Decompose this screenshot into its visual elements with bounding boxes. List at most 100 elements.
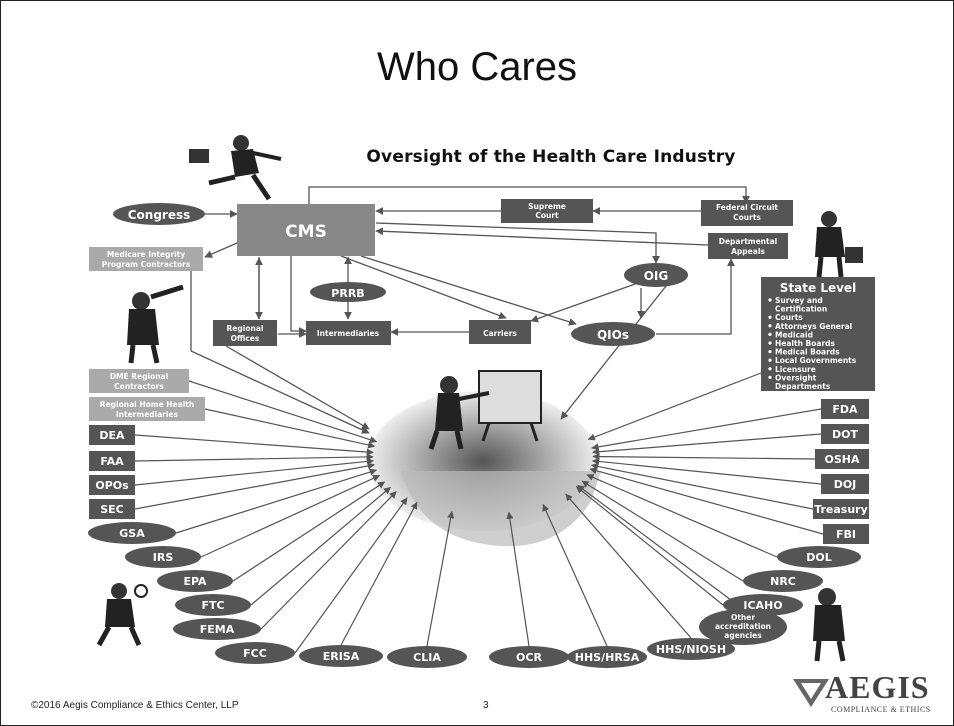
hhs-niosh-label: HHS/NIOSH — [656, 643, 726, 656]
arrow-dot — [592, 433, 822, 456]
node-opos: OPOs — [89, 475, 135, 495]
node-prrb: PRRB — [310, 282, 386, 302]
state-level-box: State Level Survey andCertificationCourt… — [761, 277, 875, 391]
arrow-fema — [260, 491, 397, 630]
connector-cms-carriers — [340, 255, 507, 320]
ftc-label: FTC — [201, 599, 224, 612]
figure-telescope-man — [127, 284, 184, 364]
node-clia: CLIA — [387, 646, 467, 668]
rhhi-line2: Intermediaries — [116, 410, 179, 419]
node-other-accreditation: Other accreditation agencies — [699, 609, 787, 645]
arrow-sec — [134, 462, 375, 510]
oversight-diagram: Congress CMS Supreme Court Federal Circu… — [88, 135, 875, 668]
state-level-title: State Level — [780, 281, 856, 295]
arrow-epa — [232, 481, 386, 582]
mipc-line1: Medicare Integrity — [107, 250, 185, 259]
figure-runner — [189, 135, 282, 201]
fema-label: FEMA — [200, 623, 235, 636]
arrow-other-accreditation — [577, 484, 744, 610]
arrow-nrc — [581, 480, 744, 582]
slide-title: Who Cares — [376, 45, 578, 89]
dea-label: DEA — [99, 429, 125, 442]
fbi-label: FBI — [836, 528, 856, 541]
arrow-clia — [426, 510, 455, 647]
node-osha: OSHA — [815, 449, 869, 469]
figure-magnifier-man — [96, 583, 148, 647]
fda-label: FDA — [832, 403, 858, 416]
node-carriers: Carriers — [469, 320, 531, 344]
node-fda: FDA — [821, 399, 869, 419]
state-level-item: Medicaid — [775, 330, 813, 339]
arrow-gsa — [175, 468, 377, 534]
arrow-state-level — [587, 372, 762, 441]
fed-line1: Federal Circuit — [716, 203, 778, 212]
state-item-bullet-icon — [768, 315, 772, 319]
node-hhs-hrsa: HHS/HRSA — [567, 646, 647, 668]
other-acc-line1: Other — [731, 613, 755, 622]
oig-label: OIG — [644, 269, 669, 283]
doj-label: DOJ — [834, 478, 857, 491]
arrow-fcc — [294, 497, 408, 654]
supreme-line1: Supreme — [528, 202, 566, 211]
figure-presenter — [428, 370, 542, 450]
arrow-dol — [586, 474, 778, 558]
arrow-ftc — [250, 486, 391, 606]
node-rhhi: Regional Home Health Intermediaries — [89, 397, 205, 421]
arrow-hhs-hrsa — [542, 503, 608, 647]
connector-oig-center — [560, 285, 667, 420]
node-oig: OIG — [624, 263, 688, 287]
arrow-dea — [134, 434, 374, 456]
node-hhs-niosh: HHS/NIOSH — [647, 638, 735, 660]
figure-briefcase-man — [815, 211, 863, 278]
connector-cms-intermediaries — [290, 256, 307, 335]
node-dot: DOT — [821, 424, 869, 444]
ocr-label: OCR — [516, 651, 542, 664]
arrow-erisa — [340, 501, 418, 646]
node-fcc: FCC — [215, 642, 295, 664]
congress-label: Congress — [128, 208, 191, 222]
other-acc-line3: agencies — [724, 631, 762, 640]
node-qios: QIOs — [571, 322, 655, 346]
state-level-item: Medical Boards — [775, 348, 840, 357]
logo-subtext: COMPLIANCE & ETHICS — [831, 705, 931, 714]
connector-cms-oig — [375, 222, 660, 264]
dme-line1: DME Regional — [110, 372, 168, 381]
state-level-item: Survey and — [775, 296, 823, 305]
node-departmental-appeals: Departmental Appeals — [708, 233, 788, 259]
node-faa: FAA — [89, 451, 135, 471]
node-irs: IRS — [125, 546, 201, 568]
jcaho-label: JCAHO — [742, 599, 782, 612]
state-item-bullet-icon — [768, 332, 772, 336]
node-congress: Congress — [113, 203, 205, 225]
sec-label: SEC — [100, 503, 124, 516]
state-item-bullet-icon — [768, 341, 772, 345]
state-item-bullet-icon — [768, 350, 772, 354]
opos-label: OPOs — [95, 479, 129, 492]
osha-label: OSHA — [825, 453, 860, 466]
connector-appeals-cms — [375, 227, 709, 246]
dot-label: DOT — [832, 428, 858, 441]
page-number: 3 — [483, 700, 489, 711]
state-level-item: Departments — [775, 382, 831, 391]
aegis-logo-shield-icon — [793, 679, 829, 707]
fed-line2: Courts — [733, 213, 761, 222]
other-acc-line2: accreditation — [715, 622, 771, 631]
connector-oig-carriers — [530, 282, 639, 323]
epa-label: EPA — [183, 575, 207, 588]
spotlight-extension — [401, 471, 601, 547]
node-supreme-court: Supreme Court — [501, 199, 593, 223]
arrow-fbi — [589, 467, 824, 535]
connector-cms-mipc — [204, 242, 238, 258]
mipc-line2: Program Contractors — [102, 260, 191, 269]
arrow-doj — [591, 457, 822, 485]
prrb-label: PRRB — [331, 287, 364, 300]
arrow-irs — [200, 474, 381, 558]
hhs-hrsa-label: HHS/HRSA — [575, 651, 640, 664]
regional-line1: Regional — [227, 324, 264, 333]
treasury-label: Treasury — [814, 503, 868, 516]
carriers-label: Carriers — [483, 329, 517, 338]
footer-copyright: ©2016 Aegis Compliance & Ethics Center, … — [31, 700, 239, 711]
network-connectors — [190, 186, 750, 434]
